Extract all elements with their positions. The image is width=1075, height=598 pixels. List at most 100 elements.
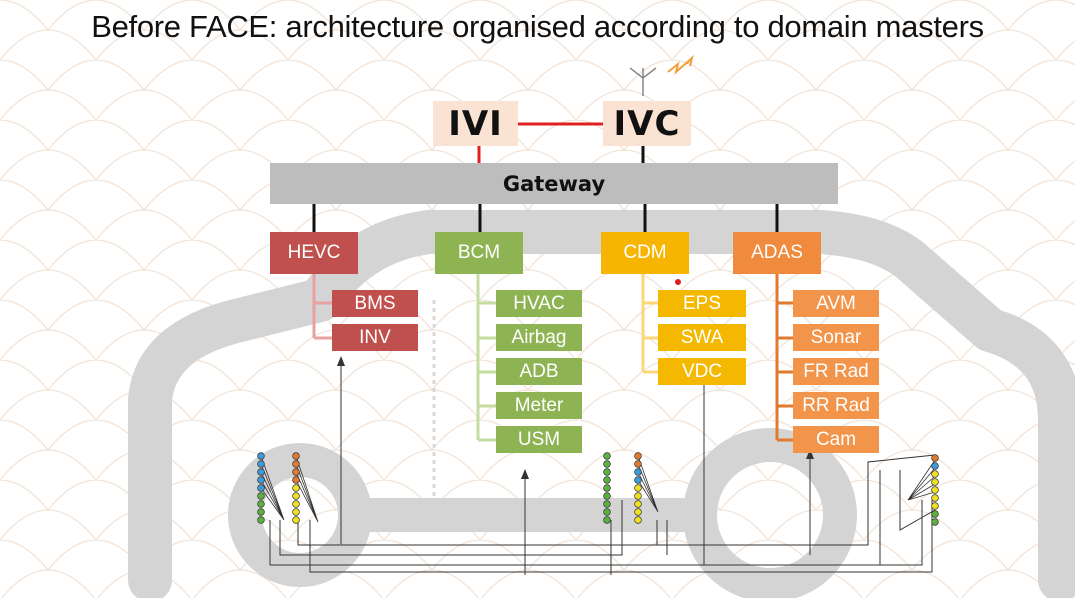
ecu-label: Sonar	[810, 326, 862, 348]
gateway-bar: Gateway	[270, 163, 838, 204]
sensor-node	[257, 516, 265, 524]
ecu-bms: BMS	[332, 290, 418, 317]
ecu-inv: INV	[332, 324, 418, 351]
domain-label: CDM	[623, 242, 667, 263]
bcm-tree	[476, 274, 496, 442]
antenna-icon	[629, 67, 657, 96]
sensor-node	[931, 454, 939, 462]
sensor-node	[603, 500, 611, 508]
sensor-node	[931, 494, 939, 502]
ivi-node: IVI	[433, 101, 518, 146]
sensor-fans	[260, 455, 936, 523]
sensor-node	[634, 516, 642, 524]
sensor-node	[634, 500, 642, 508]
domain-bcm: BCM	[435, 232, 523, 274]
ivc-label: IVC	[613, 103, 681, 144]
domain-label: HEVC	[287, 242, 341, 263]
sensor-node	[931, 510, 939, 518]
sensor-node	[603, 492, 611, 500]
ivi-label: IVI	[448, 103, 503, 144]
domain-label: BCM	[457, 242, 501, 263]
sensor-node	[292, 492, 300, 500]
sensor-node	[603, 460, 611, 468]
car-silhouette	[128, 210, 1075, 598]
sensor-node	[603, 476, 611, 484]
ecu-label: VDC	[681, 360, 723, 382]
ecu-label: ADB	[519, 360, 559, 382]
cdm-tree	[641, 274, 658, 374]
ecu-label: EPS	[682, 292, 722, 314]
sensor-node	[634, 476, 642, 484]
cdm-marker	[675, 279, 681, 285]
ecu-adb: ADB	[496, 358, 582, 385]
wiring	[269, 362, 936, 575]
sensor-node	[931, 486, 939, 494]
ecu-vdc: VDC	[658, 358, 746, 385]
ecu-label: AVM	[816, 292, 856, 314]
sensor-node	[292, 452, 300, 460]
sensor-node	[931, 518, 939, 526]
sensor-node	[292, 516, 300, 524]
ecu-label: Meter	[514, 394, 564, 416]
sensor-node	[292, 468, 300, 476]
sensor-node	[257, 508, 265, 516]
ecu-airbag: Airbag	[496, 324, 582, 351]
sensor-node	[603, 516, 611, 524]
wireless-signal-icon	[667, 54, 694, 75]
ecu-usm: USM	[496, 426, 582, 453]
sensor-node	[292, 484, 300, 492]
sensor-node	[634, 492, 642, 500]
ecu-label: BMS	[354, 292, 396, 314]
ecu-sonar: Sonar	[793, 324, 879, 351]
domain-hevc: HEVC	[270, 232, 358, 274]
sensor-node	[634, 460, 642, 468]
sensor-node	[292, 500, 300, 508]
sensor-node	[257, 476, 265, 484]
ecu-fr-rad: FR Rad	[793, 358, 879, 385]
sensor-node	[292, 476, 300, 484]
domain-adas: ADAS	[733, 232, 821, 274]
sensor-groups	[257, 452, 939, 526]
ecu-label: FR Rad	[803, 360, 869, 382]
sensor-node	[931, 462, 939, 470]
sensor-node	[603, 468, 611, 476]
sensor-node	[634, 508, 642, 516]
sensor-node	[292, 508, 300, 516]
sensor-node	[257, 468, 265, 476]
sensor-node	[603, 452, 611, 460]
sensor-node	[931, 502, 939, 510]
ecu-label: HVAC	[513, 292, 565, 314]
sensor-node	[257, 500, 265, 508]
ivc-node: IVC	[603, 101, 691, 146]
sensor-node	[257, 484, 265, 492]
ecu-label: SWA	[680, 326, 724, 348]
ecu-meter: Meter	[496, 392, 582, 419]
domain-label: ADAS	[751, 242, 803, 263]
ecu-label: INV	[359, 326, 391, 348]
adas-tree	[775, 274, 793, 442]
sensor-node	[634, 468, 642, 476]
sensor-node	[292, 460, 300, 468]
gateway-label: Gateway	[502, 171, 606, 196]
sensor-node	[257, 492, 265, 500]
sensor-node	[931, 470, 939, 478]
sensor-node	[603, 508, 611, 516]
ecu-swa: SWA	[658, 324, 746, 351]
ecu-hvac: HVAC	[496, 290, 582, 317]
ecu-rr-rad: RR Rad	[793, 392, 879, 419]
sensor-node	[634, 484, 642, 492]
sensor-node	[603, 484, 611, 492]
sensor-node	[931, 478, 939, 486]
ecu-avm: AVM	[793, 290, 879, 317]
ecu-eps: EPS	[658, 290, 746, 317]
domain-cdm: CDM	[601, 232, 689, 274]
ecu-cam: Cam	[793, 426, 879, 453]
ecu-label: RR Rad	[802, 394, 870, 416]
page-title: Before FACE: architecture organised acco…	[91, 9, 984, 44]
ecu-label: Airbag	[511, 326, 567, 348]
sensor-node	[634, 452, 642, 460]
ecu-label: Cam	[815, 428, 857, 450]
ecu-label: USM	[517, 428, 561, 450]
sensor-node	[257, 460, 265, 468]
